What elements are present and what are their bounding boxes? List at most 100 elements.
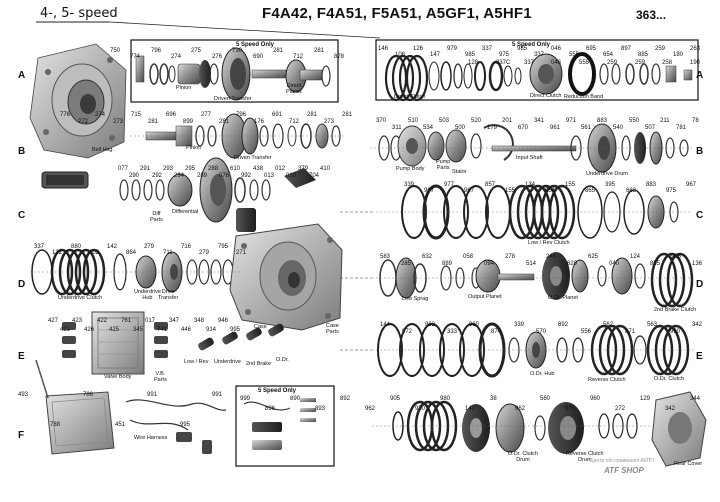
part-number-label: 716 [181,244,192,250]
page-number: 363... [636,8,667,22]
part-number-label: 540 [613,125,624,131]
part-number-label: 337C [496,60,511,66]
caption-diff-parts: Diff Parts [150,211,163,223]
part-number-label: 991 [212,392,223,398]
row-label-e: E [18,351,25,362]
part-number-label: 259 [607,60,618,66]
part-number-label: 556 [581,329,592,335]
part-number-label: 514 [526,261,537,267]
part-number-label: 962 [365,406,376,412]
caption-underdrive-clutch: Underdrive Clutch [58,295,103,301]
part-number-label: 333 [447,329,458,335]
part-number-label: 128 [468,60,479,66]
part-number-label: 427 [48,318,59,324]
part-number-label: 696 [166,112,177,118]
part-number-label: 975 [499,52,510,58]
part-number-label: 281 [148,119,159,125]
part-number-label: 704 [309,173,320,179]
part-number-label: 781 [676,125,687,131]
caption-differential: Differential [172,209,199,215]
part-number-label: 272 [615,406,626,412]
part-number-label: 690 [253,54,264,60]
part-number-label: 147 [430,52,441,58]
part-number-label: 761 [121,318,132,324]
part-number-label: 288 [208,166,219,172]
part-number-label: 550 [629,118,640,124]
part-number-label: 423 [72,318,83,324]
part-number-label: 190 [690,60,701,66]
part-number-label: 493 [18,392,29,398]
part-number-label: 78 [692,118,699,124]
box-title-5speed-3: 5 Speed Only [258,388,297,394]
row-label-c-right: C [696,210,704,221]
part-number-label: 691 [272,112,283,118]
caption-reduction-band: Reduction Band [564,94,604,100]
part-number-label: 278 [505,254,516,260]
part-number-label: 046 [551,60,562,66]
part-number-label: 786 [83,392,94,398]
part-number-label: 560 [540,396,551,402]
caption-direct-planet: Direct Planet [286,83,302,95]
part-number-label: 438 [253,166,264,172]
part-number-label: 979 [447,46,458,52]
part-number-label: 880 [71,244,82,250]
part-number-label: 311 [392,125,402,131]
part-number-label: 960 [590,396,601,402]
part-number-label: 970 [565,406,576,412]
part-number-label: 892 [340,396,351,402]
part-number-label: 507 [645,125,656,131]
part-number-label: 337 [524,60,535,66]
part-number-label: 788 [50,422,61,428]
part-number-label: 625 [588,254,599,260]
caption-case-parts: Case Parts [326,323,339,335]
caption-underdrive-drum: Underdrive Drum [586,171,628,177]
part-number-label: 985 [517,46,528,52]
caption-valve-body: Valve Body [104,374,132,380]
part-number-label: 864 [126,250,137,256]
part-number-label: 796 [151,48,162,54]
part-number-label: 176 [254,119,265,125]
row-label-a-right: A [696,70,704,81]
part-number-label: 294 [174,173,185,179]
part-number-label: 632 [422,254,433,260]
part-number-label: 144 [380,322,391,328]
part-number-label: 712 [289,119,300,125]
part-number-label: 013 [264,173,275,179]
part-number-label: 961 [550,125,561,131]
caption-od-clutch-drum: O.Dr. Clutch Drum [508,451,538,463]
part-number-label: 730 [232,48,243,54]
part-number-label: 281 [307,112,318,118]
part-number-label: 890 [290,396,301,402]
part-number-label: 291 [140,166,151,172]
part-number-label: 094 [484,261,495,267]
part-number-label: 155 [565,182,576,188]
part-number-label: 273 [324,119,335,125]
row-label-a: A [18,70,26,81]
part-number-label: 290 [129,173,140,179]
part-number-label: 977 [444,182,455,188]
part-number-label: 337 [482,46,493,52]
part-number-label: 975 [666,188,677,194]
part-number-label: 277 [201,112,212,118]
part-number-label: 905 [390,396,401,402]
part-number-label: 897 [621,46,632,52]
part-number-label: 883 [646,182,657,188]
part-number-label: 344 [690,396,701,402]
part-number-label: 136 [692,261,703,267]
part-number-label: 279 [144,244,155,250]
part-number-label: 281 [219,119,230,125]
part-number-label: 561 [581,125,592,131]
part-number-label: 960 [670,329,681,335]
part-number-label: 795 [218,244,229,250]
caption-reverse-clutch: Reverse Clutch [588,377,626,383]
part-number-label: 295 [185,166,196,172]
part-number-label: 276 [212,54,223,60]
part-number-label: 106 [395,52,406,58]
part-number-label: 347 [169,318,180,324]
part-number-label: 750 [110,48,121,54]
part-number-label: 012 [275,166,286,172]
caption-od-clutch-right: O.Dr. Clutch [654,376,684,382]
part-number-label: 583 [380,254,391,260]
part-number-label: 999 [240,396,251,402]
part-number-label: 510 [408,118,419,124]
